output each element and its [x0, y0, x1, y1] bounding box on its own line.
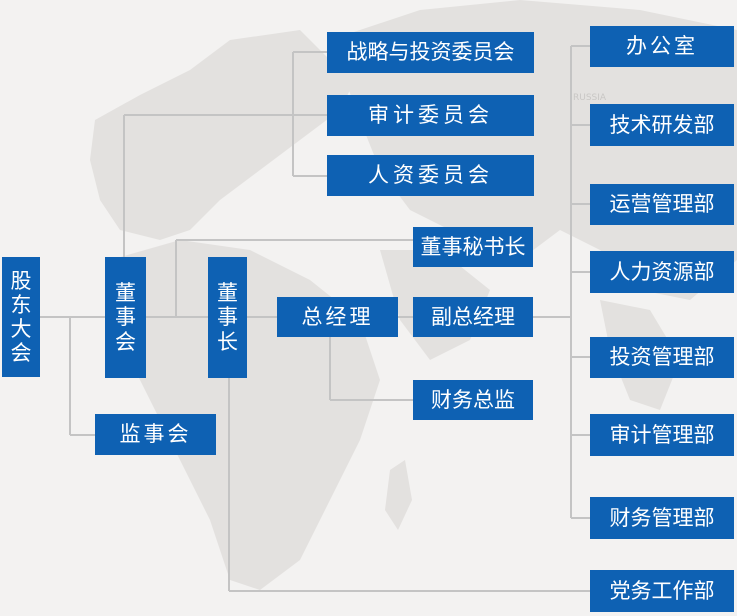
party-affairs-department-box[interactable]: 党务工作部	[590, 570, 734, 612]
deputy-general-manager-box[interactable]: 副总经理	[413, 297, 533, 337]
finance-department-box[interactable]: 财务管理部	[590, 497, 734, 539]
finance-director-label: 财务总监	[431, 387, 515, 412]
board-secretary-label: 董事秘书长	[420, 234, 526, 259]
deputy-general-manager-label: 副总经理	[431, 304, 515, 329]
human-resources-department-label: 人力资源部	[609, 259, 715, 284]
investment-department-label: 投资管理部	[609, 345, 715, 370]
finance-department-label: 财务管理部	[609, 505, 715, 530]
shareholders-meeting-label: 股东大会	[10, 268, 32, 366]
operations-department-label: 运营管理部	[609, 192, 715, 217]
operations-department-box[interactable]: 运营管理部	[590, 184, 734, 225]
supervisory-board-label: 监事会	[119, 422, 192, 447]
strategy-investment-committee-box[interactable]: 战略与投资委员会	[327, 32, 534, 73]
party-affairs-department-label: 党务工作部	[609, 578, 715, 603]
audit-department-box[interactable]: 审计管理部	[590, 414, 734, 456]
shareholders-meeting-box[interactable]: 股东大会	[2, 257, 40, 377]
board-of-directors-label: 董事会	[115, 281, 136, 354]
chairman-box[interactable]: 董事长	[208, 257, 247, 378]
supervisory-board-box[interactable]: 监事会	[95, 414, 216, 455]
investment-department-box[interactable]: 投资管理部	[590, 337, 734, 378]
audit-department-label: 审计管理部	[609, 422, 715, 447]
board-of-directors-box[interactable]: 董事会	[105, 257, 146, 378]
map-land-madagascar	[385, 460, 412, 530]
general-manager-box[interactable]: 总经理	[277, 297, 398, 337]
tech-rd-department-box[interactable]: 技术研发部	[590, 104, 734, 146]
chairman-label: 董事长	[217, 281, 238, 354]
board-secretary-box[interactable]: 董事秘书长	[413, 227, 533, 267]
office-box[interactable]: 办公室	[590, 26, 734, 67]
general-manager-label: 总经理	[301, 304, 374, 329]
hr-committee-label: 人资委员会	[368, 163, 493, 188]
office-label: 办公室	[626, 34, 698, 59]
audit-committee-label: 审计委员会	[368, 103, 493, 128]
map-label-russia: RUSSIA	[573, 93, 607, 103]
audit-committee-box[interactable]: 审计委员会	[327, 95, 534, 136]
human-resources-department-box[interactable]: 人力资源部	[590, 251, 734, 293]
tech-rd-department-label: 技术研发部	[609, 112, 715, 137]
finance-director-box[interactable]: 财务总监	[413, 380, 533, 420]
map-land-asia	[330, 0, 737, 300]
strategy-investment-committee-label: 战略与投资委员会	[346, 40, 515, 65]
hr-committee-box[interactable]: 人资委员会	[327, 155, 534, 196]
